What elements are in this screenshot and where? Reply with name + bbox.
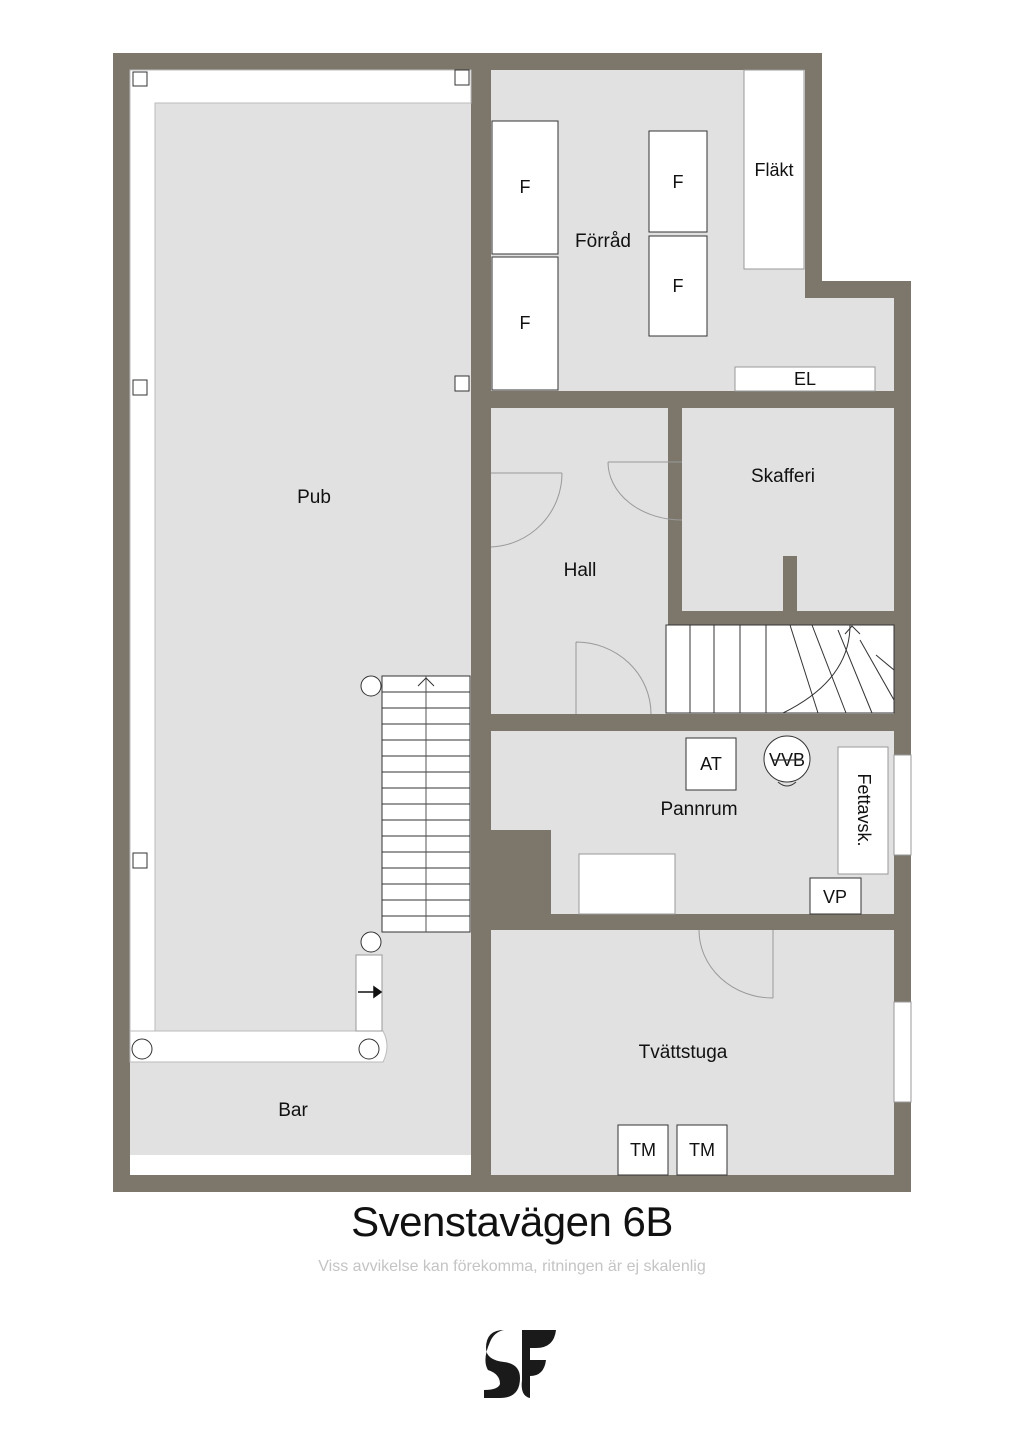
fettavsk-unit — [837, 746, 889, 875]
wall-hall-pannrum-right — [651, 714, 911, 731]
freezer-3-label: F — [673, 172, 684, 192]
wall-skafferi-stub — [783, 556, 797, 611]
room-label-pannrum: Pannrum — [660, 799, 737, 820]
room-labels: Pub Bar Förråd Hall Skafferi Pannrum Tvä… — [278, 231, 815, 1121]
wall-hall-pannrum-left — [491, 714, 576, 731]
stair-tread — [837, 629, 873, 714]
wall-skafferi-bottom — [668, 611, 911, 625]
flakt-unit — [743, 69, 805, 270]
freezer-3 — [648, 130, 708, 233]
pub-bench — [129, 69, 472, 1175]
logo-s-shape — [484, 1330, 520, 1398]
pillar-pannrum — [491, 830, 551, 930]
round-column-4 — [358, 1038, 380, 1060]
at-label: AT — [700, 754, 722, 774]
column-5 — [132, 852, 148, 869]
wall-pub-hall-upper — [471, 53, 491, 473]
round-column-3 — [131, 1038, 153, 1060]
bench-lower — [129, 1030, 388, 1063]
door-tvattstuga — [698, 929, 774, 999]
wall-forrad-hall-left — [491, 391, 551, 408]
wall-skafferi-left-top — [668, 408, 682, 462]
wall-pannrum-tvatt-right — [776, 914, 911, 930]
flakt-label: Fläkt — [754, 160, 793, 180]
hall-floor — [491, 408, 668, 714]
freezer-2 — [491, 256, 559, 391]
window-pannrum — [893, 754, 912, 856]
vp-unit — [809, 877, 862, 915]
fixtures: F F F F Fläkt EL AT VVB Fettavsk. VP TM … — [491, 69, 889, 1176]
gate-arrow — [358, 985, 383, 999]
wall-forrad-hall-right — [619, 391, 911, 408]
column-2 — [454, 69, 470, 86]
windows — [893, 754, 912, 1103]
room-label-hall: Hall — [564, 560, 597, 581]
tm-2 — [676, 1124, 728, 1176]
doors — [490, 461, 774, 999]
wall-pannrum-tvatt-left — [491, 914, 699, 930]
freezer-1 — [491, 120, 559, 255]
interior-walls — [471, 53, 911, 1192]
vvb-tank — [763, 735, 811, 783]
stair-tread — [875, 654, 895, 671]
at-unit — [685, 737, 737, 791]
room-label-skafferi: Skafferi — [751, 466, 815, 487]
stair-tread — [789, 624, 819, 714]
pub-staircase — [381, 675, 471, 933]
bar-counter-strip — [130, 1155, 471, 1175]
pannrum-bench — [578, 853, 676, 915]
room-label-forrad: Förråd — [575, 231, 631, 252]
room-label-pub: Pub — [297, 487, 331, 508]
window-tvattstuga — [893, 1001, 912, 1103]
disclaimer-text: Viss avvikelse kan förekomma, ritningen … — [318, 1258, 706, 1275]
room-label-bar: Bar — [278, 1100, 308, 1121]
pub-floor — [130, 70, 471, 1175]
tm-2-label: TM — [689, 1140, 715, 1160]
freezer-2-label: F — [520, 313, 531, 333]
page-title: Svenstavägen 6B — [351, 1198, 673, 1245]
column-1 — [132, 71, 148, 87]
column-3 — [132, 379, 148, 396]
freezer-4 — [648, 235, 708, 337]
door-pub-hall — [490, 472, 563, 548]
wall-pub-hall-lower — [471, 547, 491, 1192]
el-panel — [734, 366, 876, 392]
column-4 — [454, 375, 470, 392]
tm-1 — [617, 1124, 669, 1176]
stair-tread — [859, 639, 895, 701]
door-pannrum — [575, 641, 652, 715]
company-logo — [484, 1330, 556, 1398]
room-label-tvattstuga: Tvättstuga — [639, 1042, 728, 1063]
freezer-4-label: F — [673, 276, 684, 296]
el-label: EL — [794, 369, 816, 389]
door-skafferi — [607, 461, 683, 521]
stair-tread — [811, 624, 847, 714]
tm-1-label: TM — [630, 1140, 656, 1160]
vp-label: VP — [823, 887, 847, 907]
logo-f-shape — [521, 1330, 556, 1398]
round-column-2 — [360, 931, 382, 953]
wall-skafferi-left-bottom — [668, 520, 682, 630]
round-column-1 — [360, 675, 382, 697]
hall-staircase — [665, 624, 895, 714]
freezer-1-label: F — [520, 177, 531, 197]
fettavsk-label: Fettavsk. — [854, 773, 874, 846]
